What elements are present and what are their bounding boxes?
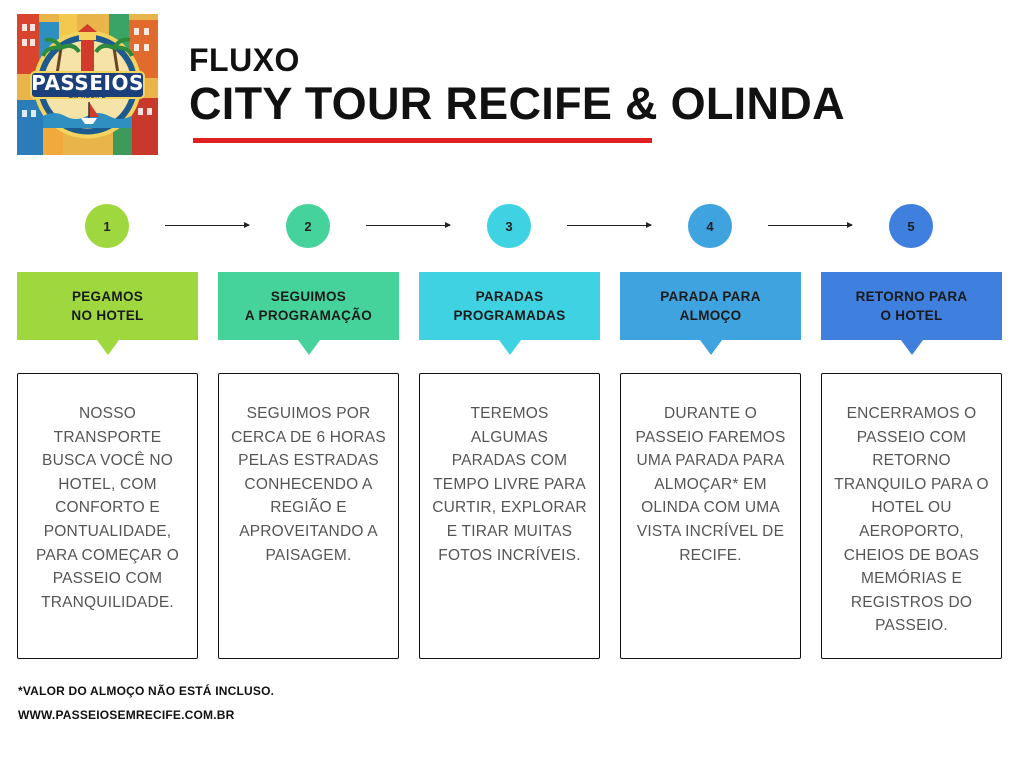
step-5-description: ENCERRAMOS O PASSEIO COM RETORNO TRANQUI… (834, 405, 989, 635)
step-1-circle: 1 (85, 204, 129, 248)
step-1-description: NOSSO TRANSPORTE BUSCA VOCÊ NO HOTEL, CO… (36, 405, 179, 611)
step-2-number: 2 (304, 218, 312, 234)
step-3-description-box: TEREMOS ALGUMAS PARADAS COM TEMPO LIVRE … (419, 373, 600, 659)
step-1-label: PEGAMOS NO HOTEL (17, 272, 198, 355)
step-4-label: PARADA PARA ALMOÇO (620, 272, 801, 355)
step-3-label: PARADAS PROGRAMADAS (419, 272, 600, 355)
step-5-circle: 5 (889, 204, 933, 248)
step-3-description: TEREMOS ALGUMAS PARADAS COM TEMPO LIVRE … (432, 405, 587, 564)
step-5-description-box: ENCERRAMOS O PASSEIO COM RETORNO TRANQUI… (821, 373, 1002, 659)
step-2-description-box: SEGUIMOS POR CERCA DE 6 HORAS PELAS ESTR… (218, 373, 399, 659)
step-4-number: 4 (706, 218, 714, 234)
logo-text-sub: EM RECIFE (68, 94, 107, 100)
lunch-footnote: *VALOR DO ALMOÇO NÃO ESTÁ INCLUSO. (18, 684, 275, 698)
step-4-circle: 4 (688, 204, 732, 248)
step-5-label: RETORNO PARA O HOTEL (821, 272, 1002, 355)
logo-text-main: PASSEIOS (31, 71, 144, 95)
step-5-number: 5 (907, 218, 915, 234)
step-3-number: 3 (505, 218, 513, 234)
arrow-right-icon (567, 222, 652, 228)
step-2-label: SEGUIMOS A PROGRAMAÇÃO (218, 272, 399, 355)
title-underline (193, 138, 652, 143)
page-subtitle: FLUXO (189, 42, 300, 78)
arrow-right-icon (165, 222, 250, 228)
website-link[interactable]: WWW.PASSEIOSEMRECIFE.COM.BR (18, 708, 235, 722)
arrow-right-icon (366, 222, 451, 228)
step-4-description-box: DURANTE O PASSEIO FAREMOS UMA PARADA PAR… (620, 373, 801, 659)
step-2-circle: 2 (286, 204, 330, 248)
step-1-description-box: NOSSO TRANSPORTE BUSCA VOCÊ NO HOTEL, CO… (17, 373, 198, 659)
step-4-description: DURANTE O PASSEIO FAREMOS UMA PARADA PAR… (635, 405, 786, 564)
step-1-number: 1 (103, 218, 111, 234)
arrow-right-icon (768, 222, 853, 228)
brand-logo: PASSEIOS EM RECIFE (17, 14, 158, 155)
step-3-circle: 3 (487, 204, 531, 248)
page-title: CITY TOUR RECIFE & OLINDA (189, 78, 845, 129)
step-2-description: SEGUIMOS POR CERCA DE 6 HORAS PELAS ESTR… (231, 405, 386, 564)
